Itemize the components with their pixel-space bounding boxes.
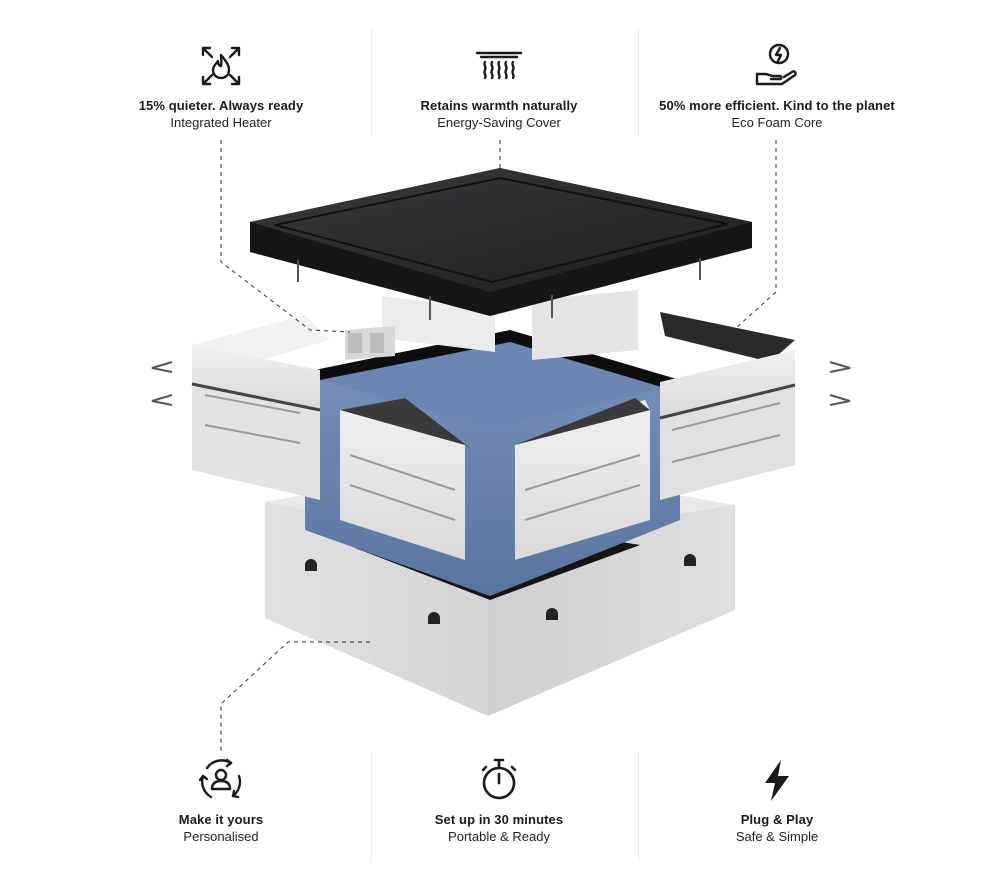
feature-eco-foam-core: 50% more efficient. Kind to the planet E… <box>627 42 927 131</box>
divider-bottom-1 <box>371 752 372 862</box>
feature-energy-saving-cover: Retains warmth naturally Energy-Saving C… <box>349 42 649 131</box>
divider-top-1 <box>371 28 372 136</box>
front-right-insulation-panel <box>515 398 650 560</box>
callout-lines <box>220 140 777 752</box>
feature-subtitle: Energy-Saving Cover <box>437 115 561 130</box>
feature-subtitle: Portable & Ready <box>448 829 550 844</box>
feature-subtitle: Integrated Heater <box>170 115 272 130</box>
feature-plug-and-play: Plug & Play Safe & Simple <box>627 756 927 845</box>
feature-portable-ready: Set up in 30 minutes Portable & Ready <box>349 756 649 845</box>
divider-top-2 <box>638 28 639 136</box>
feature-subtitle: Personalised <box>183 829 259 844</box>
feature-headline: 15% quieter. Always ready <box>138 98 304 113</box>
eco-energy-hand-icon <box>755 43 797 86</box>
feature-subtitle: Eco Foam Core <box>731 115 823 130</box>
front-left-insulation-panel <box>340 398 470 560</box>
divider-bottom-2 <box>638 752 639 862</box>
feature-headline: 50% more efficient. Kind to the planet <box>659 98 895 113</box>
heater-flame-arrows-icon <box>201 46 241 86</box>
left-insulation-panel <box>191 315 330 500</box>
stopwatch-icon <box>481 758 517 800</box>
lightning-bolt-icon <box>765 760 789 801</box>
heat-waves-vent-icon <box>475 51 523 80</box>
feature-headline: Make it yours <box>178 812 264 827</box>
feature-integrated-heater: 15% quieter. Always ready Integrated Hea… <box>71 42 371 131</box>
feature-headline: Plug & Play <box>740 812 814 827</box>
energy-saving-cover <box>250 168 752 320</box>
right-insulation-panel <box>659 312 796 500</box>
rear-panels <box>345 290 638 360</box>
feature-personalised: Make it yours Personalised <box>71 756 371 845</box>
feature-headline: Set up in 30 minutes <box>434 812 564 827</box>
feature-subtitle: Safe & Simple <box>735 829 819 844</box>
person-cycle-icon <box>198 758 242 799</box>
feature-headline: Retains warmth naturally <box>420 98 578 113</box>
panel-clips <box>151 361 851 406</box>
